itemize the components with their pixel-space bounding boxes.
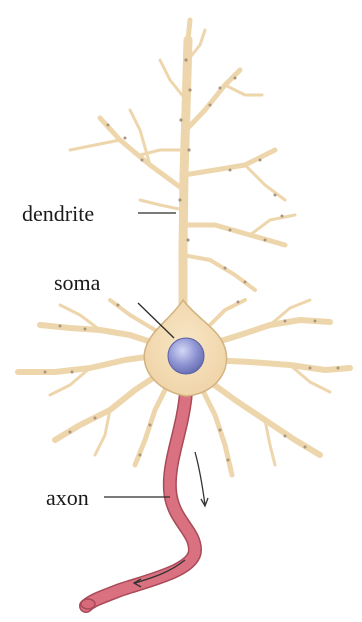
axon-terminal (81, 599, 95, 609)
nucleus (168, 338, 204, 374)
arrow-down-path (195, 452, 205, 505)
soma-label: soma (54, 272, 100, 294)
dendrite-label: dendrite (22, 203, 94, 225)
axon-label: axon (46, 487, 89, 509)
axon-fill (86, 392, 195, 606)
